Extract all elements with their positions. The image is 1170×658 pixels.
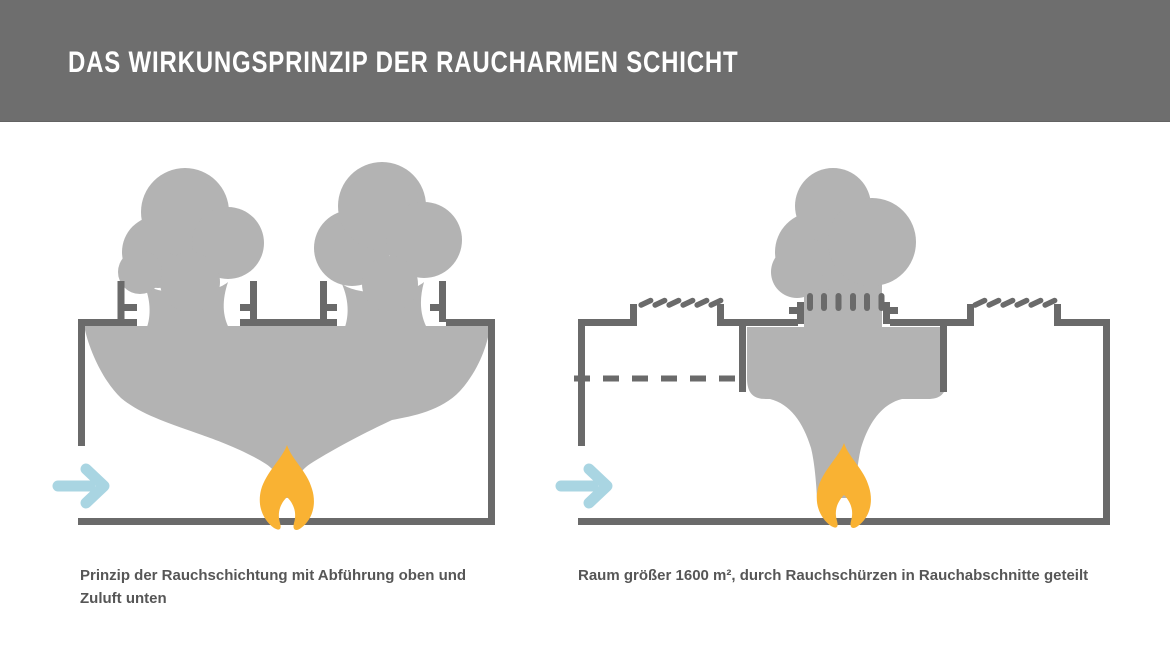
supply-air-arrow-icon <box>555 463 613 509</box>
supply-air-arrow-icon <box>52 463 110 509</box>
smoke-plume-icon <box>747 168 947 498</box>
right-building-outline <box>578 302 1110 525</box>
vent-slats <box>638 293 1058 311</box>
smoke-plume-icon <box>85 162 490 498</box>
right-diagram <box>555 168 1110 529</box>
left-diagram <box>52 162 495 531</box>
header-band: DAS WIRKUNGSPRINZIP DER RAUCHARMEN SCHIC… <box>0 0 1170 122</box>
right-diagram-caption: Raum größer 1600 m², durch Rauchschürzen… <box>578 567 1089 584</box>
smoke-section-icon <box>747 327 947 498</box>
fire-icon <box>259 445 314 531</box>
page-title: DAS WIRKUNGSPRINZIP DER RAUCHARMEN SCHIC… <box>68 46 739 79</box>
left-building-outline <box>78 281 495 525</box>
left-diagram-caption: Prinzip der Rauchschichtung mit Abführun… <box>80 567 467 608</box>
smoke-layer-icon <box>85 326 490 498</box>
fire-icon <box>816 443 871 529</box>
